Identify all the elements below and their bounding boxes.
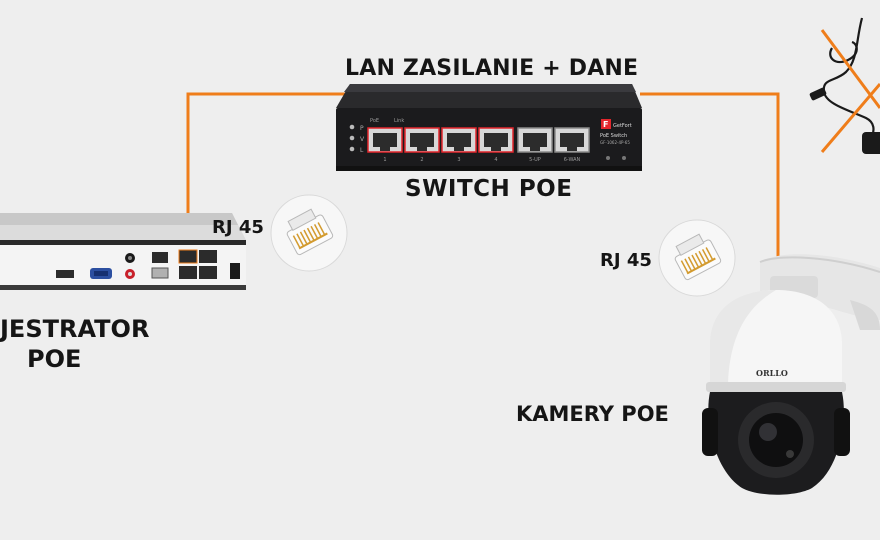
switch-poe-label: SWITCH POE (405, 176, 573, 202)
switch-model-line1: PoE Switch (600, 133, 627, 139)
switch-port-2[interactable] (404, 127, 440, 153)
lan-power-data-label: LAN ZASILANIE + DANE (345, 56, 639, 81)
nvr-lan-port[interactable] (152, 252, 168, 263)
switch-header-poe: PoE (370, 118, 379, 124)
nvr-poe-ports[interactable] (178, 249, 217, 279)
switch-model-line2: GF-1062-4P-65 (600, 140, 630, 145)
switch-header-link: Link (394, 118, 404, 124)
ptz-camera-device: ORLLO (702, 254, 880, 495)
port-label-2: 2 (420, 157, 423, 163)
rj45-connector-icon-left (270, 194, 348, 272)
crossed-power-adapter-icon (809, 17, 880, 154)
status-label-p: P (360, 125, 364, 132)
rj45-label-left: RJ 45 (212, 217, 264, 238)
switch-status-leds: P V L (349, 124, 365, 154)
recorder-poe-label: JESTRATOR POE (0, 314, 149, 374)
rj45-connector-icon-right (658, 219, 736, 297)
recorder-label-line1: JESTRATOR (0, 315, 150, 343)
poe-switch-device: P V L PoE Link (336, 84, 642, 171)
rj45-label-right: RJ 45 (600, 250, 652, 271)
switch-brand: GetFort (613, 123, 632, 129)
nvr-recorder-device (0, 213, 246, 290)
svg-text:F: F (603, 120, 608, 129)
cable-switch-to-camera (640, 92, 780, 262)
nvr-usb-port[interactable] (151, 267, 169, 279)
switch-port-5-up[interactable] (517, 127, 553, 153)
nvr-hdmi-port[interactable] (56, 270, 74, 278)
status-label-v: V (360, 136, 365, 143)
port-label-6-wan: 6-WAN (564, 157, 581, 163)
camera-poe-label: KAMERY POE (516, 402, 669, 426)
switch-brand-logo: F GetFort (601, 119, 632, 129)
recorder-label-line2: POE (27, 345, 82, 373)
switch-port-6-wan[interactable] (554, 127, 590, 153)
camera-brand: ORLLO (756, 368, 788, 378)
port-label-5-up: 5-UP (529, 157, 541, 163)
switch-port-1[interactable] (367, 127, 403, 153)
port-label-1: 1 (383, 157, 386, 163)
switch-port-4[interactable] (478, 127, 514, 153)
switch-port-3[interactable] (441, 127, 477, 153)
cable-recorder-to-switch (186, 92, 345, 252)
port-label-4: 4 (494, 157, 497, 163)
port-label-3: 3 (457, 157, 460, 163)
nvr-vga-port[interactable] (90, 268, 112, 279)
status-label-l: L (360, 147, 364, 154)
nvr-power-socket[interactable] (230, 263, 240, 279)
